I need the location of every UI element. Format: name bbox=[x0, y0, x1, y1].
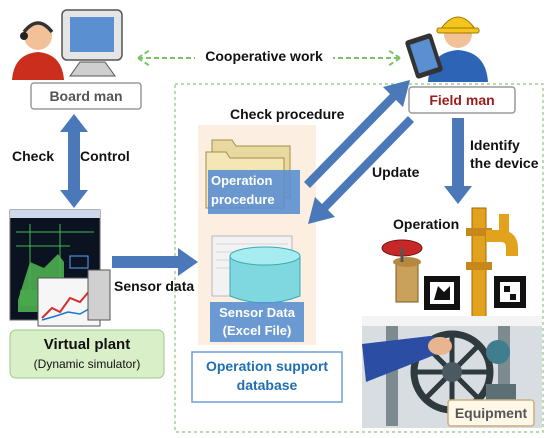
board-man-label: Board man bbox=[49, 88, 123, 104]
operation-procedure-box bbox=[208, 170, 300, 214]
operation-procedure-label-line1: Operation bbox=[211, 173, 273, 188]
update-arrow bbox=[308, 116, 414, 224]
check-label: Check bbox=[12, 148, 55, 164]
database-label-line1: Operation support bbox=[205, 358, 329, 374]
cooperative-work-label-bg bbox=[195, 46, 333, 70]
sensor-data-cylinder-icon bbox=[211, 235, 301, 304]
equipment-box bbox=[447, 399, 535, 427]
sensor-data-arrow-label: Sensor data bbox=[114, 278, 195, 294]
virtual-plant-screen bbox=[9, 209, 111, 327]
sensor-data-box bbox=[210, 302, 304, 342]
board-man-box bbox=[30, 82, 142, 110]
board-man-icon bbox=[12, 9, 123, 80]
cooperative-work-label: Cooperative work bbox=[205, 48, 323, 64]
field-man-label: Field man bbox=[429, 92, 495, 108]
sensor-data-arrow bbox=[112, 248, 198, 276]
operation-label: Operation bbox=[393, 216, 460, 232]
virtual-plant-sublabel: (Dynamic simulator) bbox=[33, 357, 141, 371]
identify-device-label-line2: the device bbox=[470, 155, 539, 171]
operation-procedure-label-line2: procedure bbox=[211, 192, 275, 207]
virtual-plant-label: Virtual plant bbox=[43, 336, 131, 353]
database-label-line2: database bbox=[236, 377, 298, 393]
field-man-box bbox=[408, 86, 516, 114]
update-label: Update bbox=[372, 164, 420, 180]
control-label: Control bbox=[80, 148, 130, 164]
pipe-valve-icon bbox=[381, 207, 518, 321]
ar-marker-icon-right bbox=[494, 276, 526, 308]
equipment-label: Equipment bbox=[454, 405, 528, 421]
database-label-box bbox=[191, 351, 343, 403]
check-procedure-arrow bbox=[304, 80, 410, 188]
virtual-plant-box bbox=[9, 329, 165, 379]
sensor-data-label-line1: Sensor Data bbox=[219, 305, 295, 320]
sensor-data-label-line2: (Excel File) bbox=[222, 323, 292, 338]
field-area-outline bbox=[174, 83, 544, 433]
identify-device-arrow bbox=[444, 118, 472, 204]
field-man-icon bbox=[405, 16, 488, 82]
check-procedure-label: Check procedure bbox=[230, 106, 345, 122]
ar-marker-icon-left bbox=[424, 276, 460, 310]
identify-device-label-line1: Identify bbox=[470, 137, 520, 153]
check-control-arrow bbox=[60, 114, 88, 208]
